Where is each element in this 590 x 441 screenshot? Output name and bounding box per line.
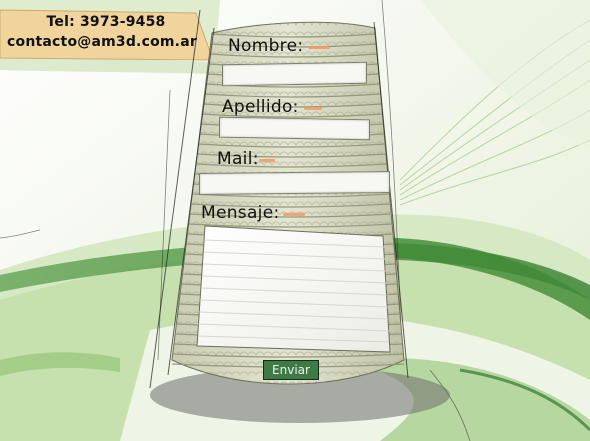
mensaje-label-accent — [283, 213, 305, 216]
contact-phone: Tel: 3973-9458 — [46, 14, 166, 30]
nombre-label-accent — [308, 46, 330, 49]
contact-tag: Tel: 3973-9458 contacto@am3d.com.ar — [0, 8, 215, 64]
mensaje-label: Mensaje: — [201, 203, 305, 223]
nombre-label: Nombre: — [228, 36, 330, 56]
apellido-label-accent — [304, 107, 322, 110]
mensaje-label-text: Mensaje: — [201, 203, 280, 223]
apellido-label-text: Apellido: — [222, 97, 299, 117]
mail-label: Mail: — [217, 149, 275, 169]
nombre-label-text: Nombre: — [228, 36, 304, 56]
apellido-label: Apellido: — [222, 97, 322, 117]
enviar-button[interactable]: Enviar — [263, 360, 319, 380]
mail-label-text: Mail: — [217, 149, 259, 169]
mail-label-accent — [259, 159, 275, 162]
contact-email[interactable]: contacto@am3d.com.ar — [7, 34, 197, 50]
